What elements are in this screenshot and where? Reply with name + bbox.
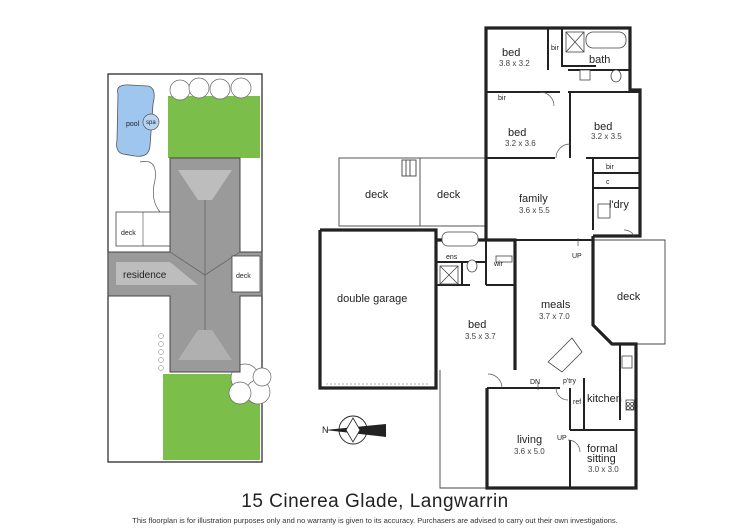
- property-address-title: 15 Cinerea Glade, Langwarrin: [241, 491, 509, 512]
- roof-facet: [178, 170, 232, 200]
- ensuite-toilet-icon: [466, 259, 478, 273]
- deck-east-label: deck: [617, 291, 641, 303]
- bathtub-icon: [585, 31, 627, 49]
- site-plan: pool spa deck deck residence: [107, 73, 272, 463]
- pantry-label: p'try: [563, 378, 577, 385]
- bed1-label: bed: [502, 47, 520, 59]
- meals-label: meals: [541, 299, 571, 311]
- double-garage-label: double garage: [337, 293, 407, 305]
- deck-top-left-label: deck: [365, 189, 389, 201]
- floor-plan: bed 3.8 x 3.2 bir bath bir bed 3.2 x 3.6…: [318, 26, 666, 490]
- deck-top-right-label: deck: [437, 189, 461, 201]
- kitchen-label: kitchen: [587, 393, 622, 405]
- compass-north-label: N: [322, 425, 329, 435]
- site-deck-right: [231, 255, 261, 293]
- toilet-icon: [610, 69, 622, 83]
- cupboard-label: c: [606, 179, 610, 186]
- bir1-label: bir: [551, 45, 559, 52]
- deck-top-area: [338, 157, 487, 227]
- spa-icon: [142, 113, 160, 131]
- stepping-stones: [158, 333, 164, 371]
- lawn-top: [168, 96, 260, 158]
- ensuite-bath-icon: [441, 231, 479, 247]
- formal-sitting-label-2: sitting: [587, 453, 616, 465]
- bath-label: bath: [589, 54, 610, 66]
- pool-label: pool: [126, 121, 140, 128]
- sink-icon: [621, 355, 633, 369]
- stair-up-label-1: UP: [572, 253, 582, 260]
- garden-path: [139, 161, 161, 213]
- stair-up-label-2: UP: [557, 435, 567, 442]
- wir-label: wir: [493, 261, 504, 268]
- spa-label: spa: [146, 120, 156, 126]
- door-swings: [487, 91, 635, 453]
- disclaimer-text: This floorplan is for illustration purpo…: [132, 516, 618, 525]
- formal-sitting-dim: 3.0 x 3.0: [588, 465, 619, 474]
- meals-dim: 3.7 x 7.0: [539, 312, 570, 321]
- roof-facet: [116, 262, 198, 285]
- living-label: living: [517, 434, 542, 446]
- bir2-label: bir: [498, 95, 506, 102]
- fixtures: [439, 31, 635, 411]
- bed3-dim: 3.2 x 3.5: [591, 132, 622, 141]
- formal-sitting-label-1: formal: [587, 443, 618, 455]
- site-deck-right-label: deck: [236, 273, 251, 280]
- living-dim: 3.6 x 5.0: [514, 447, 545, 456]
- pool-icon: [116, 84, 155, 157]
- kitchen-island: [547, 337, 583, 373]
- site-deck-left-label: deck: [121, 230, 136, 237]
- family-label: family: [519, 193, 548, 205]
- stair-down-label: DN: [530, 379, 540, 386]
- laundry-tub-icon: [597, 203, 611, 219]
- compass-icon: N: [322, 415, 386, 445]
- tree-row-icon: [169, 77, 252, 101]
- bir3-label: bir: [606, 164, 614, 171]
- bed4-label: bed: [468, 319, 486, 331]
- ensuite-label: ens: [446, 254, 458, 261]
- residence-label: residence: [123, 270, 167, 281]
- laundry-label: l'dry: [609, 199, 629, 211]
- bed1-dim: 3.8 x 3.2: [499, 59, 530, 68]
- cooktop-icon: [625, 399, 635, 411]
- bed2-dim: 3.2 x 3.6: [505, 139, 536, 148]
- ref-label: ref: [573, 399, 581, 406]
- family-dim: 3.6 x 5.5: [519, 206, 550, 215]
- roof-facet: [178, 330, 232, 360]
- bed4-dim: 3.5 x 3.7: [465, 332, 496, 341]
- bed2-label: bed: [508, 127, 526, 139]
- bed3-label: bed: [594, 121, 612, 133]
